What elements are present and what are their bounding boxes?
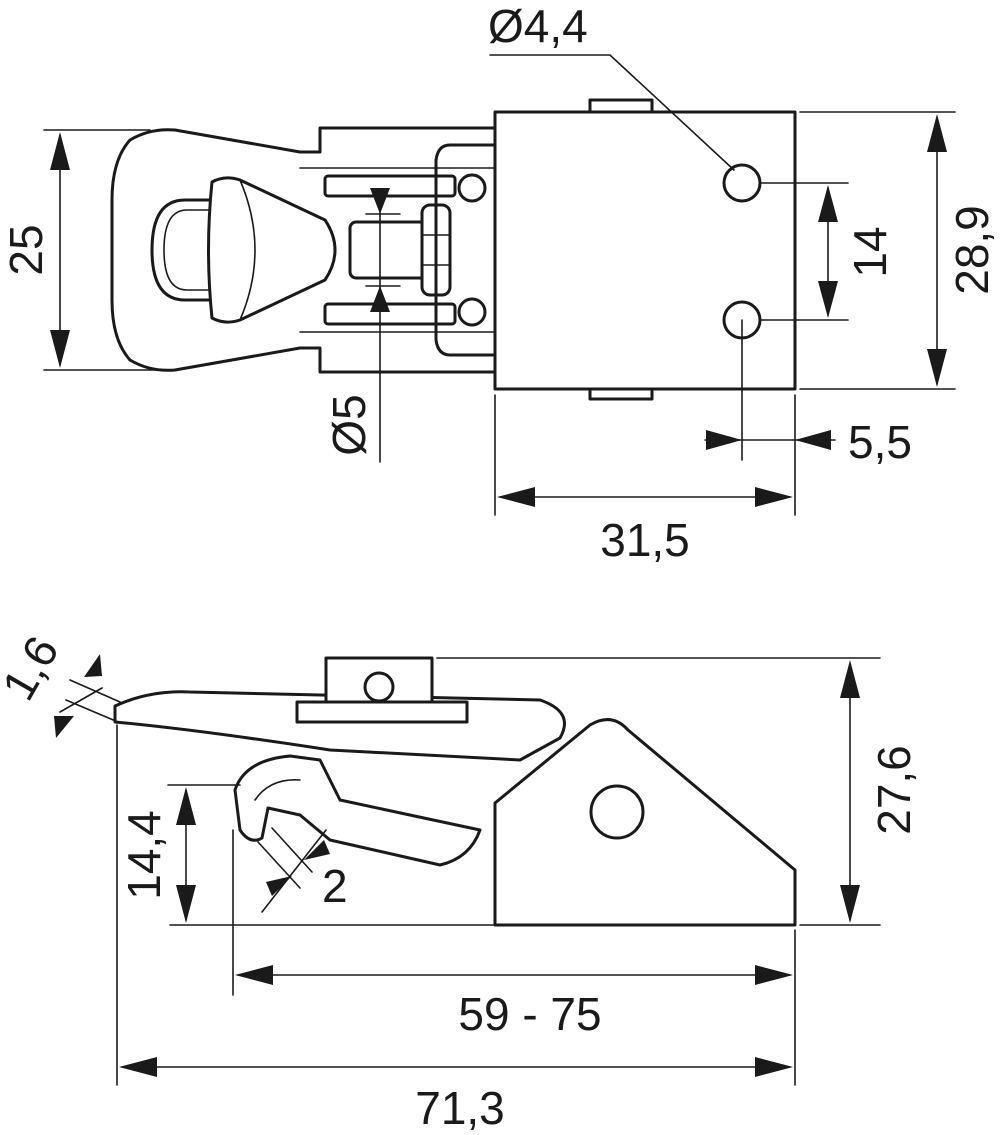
dim-line-2	[261, 829, 327, 913]
dim-hook-thickness: 2	[322, 860, 348, 912]
catch-plate-outline	[110, 128, 302, 372]
hook-arm	[233, 754, 482, 867]
dim-body-width: 25	[0, 224, 52, 275]
dim-plate-length: 31,5	[600, 514, 690, 566]
ext-16-bottom	[65, 699, 119, 723]
dim-hook-height: 14,4	[118, 810, 170, 900]
arrow-315-left	[497, 487, 535, 507]
arrow-144-top	[176, 787, 196, 825]
hook-tongue-crease	[239, 179, 256, 321]
base-bracket	[493, 718, 797, 927]
base-tab-bottom	[588, 387, 654, 401]
arrow-5975-right	[755, 965, 793, 985]
dim-hole-edge-offset: 5,5	[848, 416, 912, 468]
mount-hole-top	[722, 163, 762, 203]
ext-2-b	[271, 827, 313, 873]
dim-hole-diameter: Ø4,4	[488, 0, 588, 52]
arrow-5975-left	[235, 965, 273, 985]
arrow-14-bottom	[818, 281, 838, 318]
side-view: 1,6 27,6 14,4 2 59 - 75 71,3	[0, 627, 920, 1134]
rivet-top	[457, 173, 487, 203]
arrow-289-top	[927, 114, 947, 152]
arrow-2-top	[304, 840, 330, 860]
dim-overall-length: 71,3	[415, 1082, 505, 1134]
dim-adjust-range: 59 - 75	[458, 988, 601, 1040]
base-tab-top	[588, 98, 654, 114]
arrow-16-top	[84, 654, 102, 677]
arrow-25-bottom	[50, 330, 70, 368]
base-pivot-hole	[589, 784, 645, 840]
dim-hole-leader	[489, 54, 735, 171]
arrow-25-top	[50, 132, 70, 170]
slot-top	[323, 174, 457, 198]
ext-2-a	[257, 841, 301, 889]
arrow-pin-bottom	[370, 286, 390, 312]
arrow-16-bottom	[54, 716, 74, 738]
base-plate	[493, 110, 797, 391]
bail-loop	[150, 198, 217, 302]
lever-bracket-base	[295, 700, 469, 724]
dim-sheet-thickness: 1,6	[0, 627, 69, 708]
arrow-pin-top	[370, 188, 390, 214]
dim-hole-spacing: 14	[844, 226, 896, 277]
arrow-55-right	[795, 430, 831, 450]
arrow-315-right	[755, 487, 793, 507]
lever-pin	[363, 671, 395, 703]
arrow-713-left	[119, 1057, 157, 1077]
hook-inner-curve	[254, 779, 301, 801]
arrow-144-bottom	[176, 885, 196, 923]
arrow-55-left	[706, 430, 742, 450]
slot-bottom	[323, 302, 457, 326]
arrow-2-bottom	[266, 876, 292, 896]
dim-pin-diameter: Ø5	[323, 394, 375, 455]
dim-line-16	[59, 687, 103, 713]
rivet-bottom	[457, 297, 487, 327]
arrow-289-bottom	[927, 349, 947, 387]
hook-tongue	[207, 176, 337, 324]
arrow-276-top	[840, 660, 860, 698]
arrow-713-right	[755, 1057, 793, 1077]
arrow-14-top	[818, 185, 838, 222]
dim-overall-height: 27,6	[868, 745, 920, 835]
arrow-276-bottom	[840, 885, 860, 923]
dim-plate-height: 28,9	[946, 205, 998, 295]
top-view: Ø4,4 25 14 28,9 Ø5 5,5	[0, 0, 998, 566]
ext-16-top	[69, 679, 121, 703]
lever-bracket	[434, 143, 497, 357]
bail-loop-inner	[163, 209, 216, 291]
